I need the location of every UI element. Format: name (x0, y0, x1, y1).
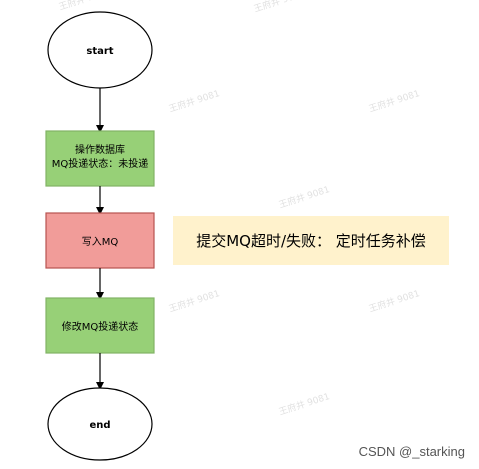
watermark-text: 王府井 9081 (167, 287, 221, 315)
start-label: start (86, 46, 113, 57)
write-mq-node (45, 212, 155, 269)
timeout-compensation-text: 提交MQ超时/失败： 定时任务补偿 (196, 232, 426, 250)
end-node (47, 387, 153, 461)
watermark-text: 王府井 9081 (252, 0, 306, 15)
end-label: end (89, 420, 110, 431)
operate-db-label-line1: 操作数据库 (75, 143, 125, 156)
footer-credit: CSDN @_starking (359, 444, 465, 459)
operate-db-label-line2: MQ投递状态：未投递 (52, 157, 149, 170)
watermark-text: 王府井 9081 (277, 390, 331, 418)
footer-credit-text: CSDN @_starking (358, 444, 465, 459)
operate-db-node (45, 130, 155, 187)
watermark-text: 王府井 9081 (277, 183, 331, 211)
timeout-compensation-note: 提交MQ超时/失败： 定时任务补偿 (173, 216, 449, 265)
modify-status-label: 修改MQ投递状态 (62, 320, 139, 333)
modify-status-node (45, 297, 155, 354)
watermark-text: 王府井 9081 (167, 87, 221, 115)
watermark-text: 王府井 9081 (367, 87, 421, 115)
watermark-text: 王府井 9081 (367, 287, 421, 315)
watermark-text: 王府井 9081 (57, 0, 111, 13)
write-mq-label: 写入MQ (82, 236, 119, 248)
